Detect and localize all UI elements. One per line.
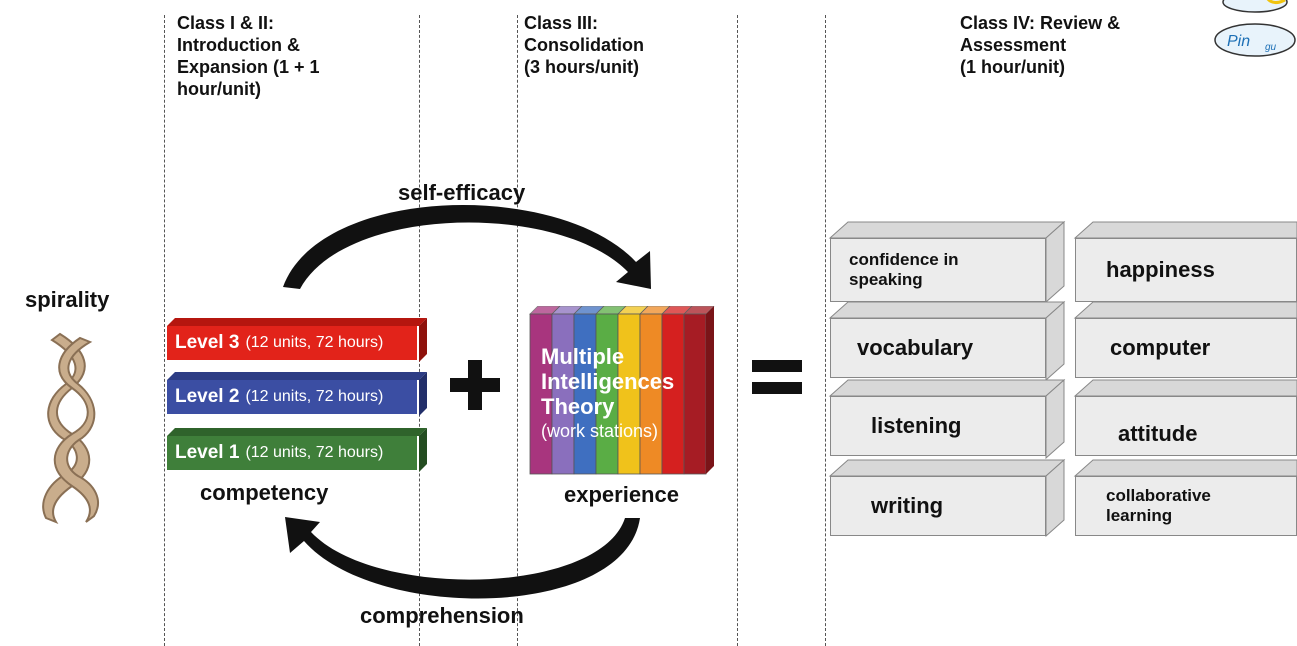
level-1-name: Level 1 (175, 442, 240, 463)
divider-1 (164, 15, 165, 646)
mi-stripe (617, 306, 649, 475)
level-3-bar (167, 318, 427, 362)
class-1-2-heading: Class I & II: Introduction & Expansion (… (177, 13, 320, 99)
logo-text: Pin (1227, 33, 1250, 50)
outcome-confidence: confidence in speaking (830, 238, 1046, 302)
level-2-face: Level 2 (12 units, 72 hours) (167, 380, 417, 414)
level-1-face: Level 1 (12 units, 72 hours) (167, 436, 417, 470)
outcome-writing: writing (830, 476, 1046, 536)
mi-stripe (683, 306, 715, 475)
bottom-curve-arrow (285, 517, 640, 599)
mi-stripe (595, 306, 627, 475)
outcome-attitude: attitude (1075, 396, 1297, 456)
mi-subtitle: (work stations) (541, 421, 659, 441)
mi-stripe (639, 306, 671, 475)
level-3-face: Level 3 (12 units, 72 hours) (167, 326, 417, 360)
mi-title: Multiple Intelligences Theory (work stat… (541, 344, 674, 444)
logo-icon: Pin gu (1214, 0, 1296, 57)
outcome-computer-label: computer (1110, 335, 1211, 360)
competency-label: competency (200, 480, 329, 505)
outcome-listening: listening (830, 396, 1046, 456)
level-3-name: Level 3 (175, 332, 240, 353)
outcome-happiness: happiness (1075, 238, 1297, 302)
outcome-collaborative: collaborative learning (1075, 476, 1297, 536)
level-1-detail: (12 units, 72 hours) (245, 444, 384, 461)
top-curve-arrow (283, 205, 651, 289)
outcome-attitude-label: attitude (1118, 421, 1198, 446)
plus-icon (450, 360, 500, 410)
outcome-computer: computer (1075, 318, 1297, 378)
outcome-vocabulary: vocabulary (830, 318, 1046, 378)
comprehension-label: comprehension (360, 603, 524, 628)
experience-label: experience (564, 482, 679, 507)
outcome-vocabulary-label: vocabulary (857, 335, 974, 360)
level-2-bar (167, 372, 427, 416)
outcome-confidence-label: confidence in speaking (849, 250, 959, 289)
self-efficacy-label: self-efficacy (398, 180, 526, 205)
divider-5 (825, 15, 826, 646)
level-3-detail: (12 units, 72 hours) (245, 334, 384, 351)
multiple-intelligences-block (529, 306, 715, 475)
mi-block-side (706, 306, 714, 474)
level-2-detail: (12 units, 72 hours) (245, 388, 384, 405)
rope-icon (42, 332, 99, 525)
outcome-boxes-depth (828, 220, 1297, 538)
spirality-label: spirality (25, 287, 110, 312)
class-4-heading: Class IV: Review & Assessment (1 hour/un… (960, 13, 1121, 77)
class-3-heading: Class III: Consolidation (3 hours/unit) (524, 13, 644, 77)
divider-4 (737, 15, 738, 646)
equals-icon (752, 360, 802, 396)
mi-title-text: Multiple Intelligences Theory (541, 344, 675, 419)
mi-stripe (573, 306, 605, 475)
outcome-collaborative-label: collaborative learning (1106, 486, 1211, 525)
outcome-writing-label: writing (871, 493, 944, 518)
level-1-bar (167, 428, 427, 472)
outcome-listening-label: listening (871, 413, 962, 438)
divider-3 (517, 15, 518, 646)
svg-text:gu: gu (1265, 42, 1277, 53)
level-2-name: Level 2 (175, 386, 240, 407)
outcome-happiness-label: happiness (1106, 257, 1215, 282)
